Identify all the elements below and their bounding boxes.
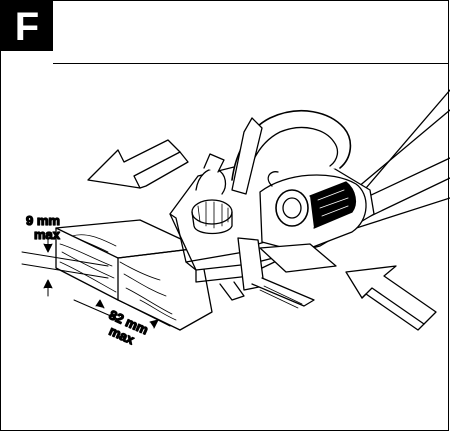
- width-dimension: [73, 299, 171, 329]
- parallel-fence: [219, 237, 337, 309]
- direction-arrow-left: [87, 139, 189, 189]
- depth-dimension: [21, 235, 109, 297]
- figure-header-rule: [53, 1, 448, 64]
- planer-housing: [259, 171, 367, 253]
- direction-arrow-right: [345, 265, 437, 331]
- depth-label-suffix: max: [34, 227, 61, 242]
- planer-handle: [231, 110, 352, 195]
- depth-label-value: 9 mm: [26, 213, 60, 228]
- figure-letter-badge: F: [1, 1, 53, 51]
- depth-adjust-knob: [191, 153, 233, 235]
